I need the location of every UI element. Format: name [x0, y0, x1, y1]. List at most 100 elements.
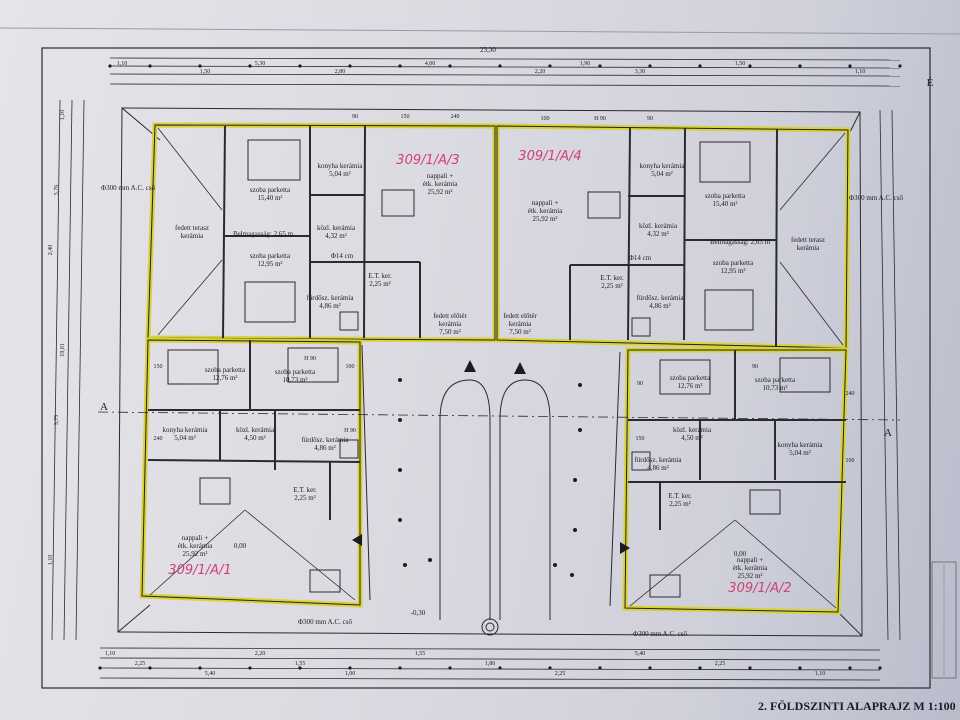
slab-note: Φ14 cm: [629, 254, 652, 262]
walls-bottom-outline: [141, 339, 847, 613]
dimension-tick: [878, 666, 882, 670]
room-area: 5,04 m²: [329, 170, 351, 178]
drawing-title: 2. FÖLDSZINTI ALAPRAJZ M 1:100: [758, 699, 956, 713]
ceiling-height-note: Belmagasság: 2,65 m: [710, 238, 771, 246]
window-label: 150: [401, 114, 410, 120]
drain-pipe-note: Φ300 mm A.C. cső: [849, 194, 903, 202]
room-area: 12,76 m²: [677, 382, 702, 390]
dimension-tick: [248, 666, 252, 670]
dimension-tick: [148, 666, 152, 670]
dimension-tick: [348, 666, 352, 670]
dimension-label: 2,25: [135, 661, 146, 667]
dimension-label: 5,40: [635, 651, 646, 657]
room-name: kerámia: [797, 244, 820, 252]
room-name: nappali +: [182, 534, 208, 542]
window-label: 100: [346, 364, 355, 370]
dimension-tick: [698, 64, 702, 68]
dimension-label: 1,10: [48, 555, 54, 566]
bed-icon: [659, 359, 711, 395]
window-label: 150: [154, 364, 163, 370]
room-area: 25,92 m²: [737, 572, 762, 580]
column-marker: [570, 573, 574, 577]
room-name: kerámia: [181, 232, 204, 240]
room-name: szoba parketta: [205, 366, 246, 374]
column-marker: [403, 563, 407, 567]
window-label: 90: [352, 114, 358, 120]
bed-icon: [704, 289, 754, 331]
room-name: E.T. ker.: [293, 486, 317, 494]
room-area: 15,40 m²: [712, 200, 737, 208]
room-labels: szoba parketta 15,40 m² konyha kerámia 5,04…: [48, 46, 934, 677]
dimension-tick: [548, 64, 552, 68]
window-label: 90: [637, 381, 643, 387]
window-label: H 90: [594, 116, 606, 122]
column-marker: [398, 518, 402, 522]
dimension-tick: [598, 64, 602, 68]
unit-code: 309/1/A/4: [518, 149, 581, 164]
dimension-label: 2,20: [535, 69, 546, 75]
right-dimension-lines: [879, 109, 901, 641]
dimension-tick: [748, 64, 752, 68]
drain-pipe-note: Φ300 mm A.C. cső: [101, 184, 155, 192]
slab-note: Φ14 cm: [331, 252, 354, 260]
dimension-label: 1,80: [485, 661, 496, 667]
top-dimension-lines: [109, 57, 901, 87]
roof-outline: [117, 107, 863, 637]
room-name: étk. kerámia: [733, 564, 768, 572]
room-name: szoba parketta: [275, 368, 316, 376]
bottom-dimension-lines: [99, 647, 881, 681]
room-name: fedett előtér: [503, 312, 537, 320]
room-name: nappali +: [427, 172, 453, 180]
dimension-tick: [598, 666, 602, 670]
room-area: 4,32 m²: [325, 232, 347, 240]
dimension-tick: [798, 64, 802, 68]
room-name: szoba parketta: [250, 252, 291, 260]
dimension-tick: [198, 64, 202, 68]
room-name: szoba parketta: [670, 374, 711, 382]
column-marker: [398, 378, 402, 382]
room-name: szoba parketta: [755, 376, 796, 384]
unit-code: 309/1/A/1: [168, 563, 231, 578]
room-name: fürdősz. kerámia: [301, 436, 349, 444]
dimension-tick: [398, 64, 402, 68]
dimension-tick: [848, 666, 852, 670]
dimension-tick: [108, 64, 112, 68]
room-area: 4,86 m²: [319, 302, 341, 310]
dimension-tick: [448, 64, 452, 68]
room-name: E.T. ker.: [668, 492, 692, 500]
room-name: fürdősz. kerámia: [634, 456, 682, 464]
unit-code: 309/1/A/3: [396, 153, 459, 168]
room-area: 5,04 m²: [789, 449, 811, 457]
bed-icon: [287, 347, 339, 383]
level-note: 0,00: [234, 542, 247, 550]
room-name: fürdősz. kerámia: [306, 294, 354, 302]
dimension-tick: [398, 666, 402, 670]
section-marker-right: A: [884, 427, 892, 439]
bed-icon: [247, 139, 301, 181]
dimension-label: 5,30: [255, 61, 266, 67]
room-area: 10,73 m²: [762, 384, 787, 392]
room-name: konyha kerámia: [640, 162, 686, 170]
dimension-label: 2,40: [48, 245, 54, 256]
furniture: [167, 139, 831, 598]
room-name: kerámia: [439, 320, 462, 328]
dimension-tick: [98, 666, 102, 670]
dimension-label: 1,55: [415, 651, 426, 657]
dimension-label: 2,20: [255, 651, 266, 657]
entry-arrows: [352, 360, 630, 554]
dimension-tick: [848, 64, 852, 68]
room-area: 4,86 m²: [649, 302, 671, 310]
dimension-label: 4,00: [425, 61, 436, 67]
room-area: 4,32 m²: [647, 230, 669, 238]
dimension-tick: [648, 666, 652, 670]
bottom-dimension-ticks: [98, 666, 882, 670]
dimension-tick: [498, 666, 502, 670]
room-area: 10,73 m²: [282, 376, 307, 384]
dimension-dots: [398, 378, 582, 577]
sheet-frame: [41, 47, 931, 689]
room-area: 25,92 m²: [427, 188, 452, 196]
room-name: fedett terasz: [175, 224, 209, 232]
room-name: E.T. ker.: [368, 272, 392, 280]
window-label: 90: [752, 364, 758, 370]
